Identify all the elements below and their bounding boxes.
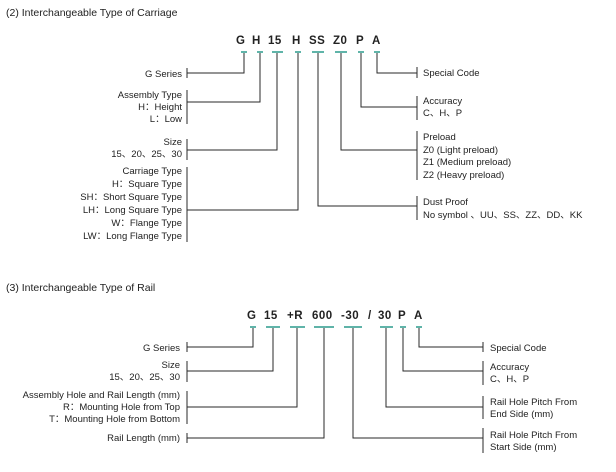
rail-size-title: Size bbox=[162, 360, 180, 371]
connector-dust bbox=[317, 53, 417, 207]
accuracy-values: C、H、P bbox=[423, 108, 462, 119]
size-title: Size bbox=[164, 137, 182, 148]
rail-accuracy-values: C、H、P bbox=[490, 374, 529, 385]
rail-code-length: 600 bbox=[312, 310, 333, 322]
dust-proof-title: Dust Proof bbox=[423, 197, 468, 208]
special-code-label: Special Code bbox=[423, 68, 480, 79]
carriage-connector-lines bbox=[187, 53, 417, 211]
preload-title: Preload bbox=[423, 132, 456, 143]
rail-code-size: 15 bbox=[264, 310, 278, 322]
connector-rail-end-pitch bbox=[385, 328, 483, 408]
rail-special-code-label: Special Code bbox=[490, 343, 547, 354]
rail-size-values: 15、20、25、30 bbox=[109, 372, 180, 383]
preload-z1: Z1 (Medium preload) bbox=[423, 157, 511, 168]
preload-z2: Z2 (Heavy preload) bbox=[423, 170, 504, 181]
carriage-type-title: Carriage Type bbox=[123, 166, 183, 177]
carriage-type-lw: LW：Long Flange Type bbox=[83, 231, 182, 242]
connector-size bbox=[187, 53, 278, 151]
connector-rail-start-pitch bbox=[352, 328, 483, 439]
carriage-right-labels: Special Code Accuracy C、H、P Preload Z0 (… bbox=[423, 68, 583, 221]
assembly-type-title: Assembly Type bbox=[118, 90, 182, 101]
rail-accuracy-title: Accuracy bbox=[490, 362, 529, 373]
carriage-code-accuracy: P bbox=[356, 35, 364, 47]
carriage-code-special: A bbox=[372, 35, 381, 47]
carriage-brackets bbox=[186, 67, 418, 242]
rail-code-hole: +R bbox=[287, 310, 303, 322]
carriage-code-preload: Z0 bbox=[333, 35, 347, 47]
connector-series bbox=[187, 53, 245, 74]
carriage-code-series: G bbox=[236, 35, 245, 47]
carriage-section-title: (2) Interchangeable Type of Carriage bbox=[6, 7, 178, 19]
dust-proof-values: No symbol 、UU、SS、ZZ、DD、KK bbox=[423, 210, 583, 221]
end-pitch-line1: Rail Hole Pitch From bbox=[490, 397, 577, 408]
connector-carriage-type bbox=[187, 53, 299, 211]
size-values: 15、20、25、30 bbox=[111, 149, 182, 160]
connector-rail-accuracy bbox=[402, 328, 483, 372]
connector-rail-hole bbox=[187, 328, 298, 408]
carriage-code-dust: SS bbox=[309, 35, 325, 47]
start-pitch-line1: Rail Hole Pitch From bbox=[490, 430, 577, 441]
carriage-code-assembly: H bbox=[252, 35, 261, 47]
carriage-code-size: 15 bbox=[268, 35, 282, 47]
rail-right-labels: Special Code Accuracy C、H、P Rail Hole Pi… bbox=[490, 343, 577, 453]
rail-code-end-pitch: 30 bbox=[378, 310, 392, 322]
assembly-hole-r: R：Mounting Hole from Top bbox=[63, 402, 180, 413]
start-pitch-line2: Start Side (mm) bbox=[490, 442, 557, 453]
series-label: G Series bbox=[145, 69, 182, 80]
connector-rail-length bbox=[187, 328, 325, 439]
rail-code-accuracy: P bbox=[398, 310, 406, 322]
connector-rail-size bbox=[187, 328, 274, 372]
rail-connector-lines bbox=[187, 328, 483, 439]
preload-z0: Z0 (Light preload) bbox=[423, 145, 498, 156]
rail-brackets bbox=[186, 342, 484, 453]
rail-code-slash: / bbox=[368, 310, 372, 322]
carriage-type-w: W：Flange Type bbox=[111, 218, 182, 229]
carriage-type-sh: SH：Short Square Type bbox=[80, 192, 182, 203]
assembly-type-height: H：Height bbox=[138, 102, 182, 113]
rail-code: G 15 +R 600 -30 / 30 P A bbox=[247, 310, 423, 322]
connector-rail-series bbox=[187, 328, 254, 348]
connector-special bbox=[376, 53, 417, 74]
rail-code-series: G bbox=[247, 310, 256, 322]
carriage-code-type: H bbox=[292, 35, 301, 47]
carriage-type-h: H：Square Type bbox=[112, 179, 182, 190]
connector-rail-special bbox=[418, 328, 483, 348]
rail-section-title: (3) Interchangeable Type of Rail bbox=[6, 282, 155, 294]
assembly-hole-t: T：Mounting Hole from Bottom bbox=[49, 414, 180, 425]
rail-code-special: A bbox=[414, 310, 423, 322]
rail-length-label: Rail Length (mm) bbox=[107, 433, 180, 444]
carriage-type-lh: LH：Long Square Type bbox=[83, 205, 182, 216]
carriage-code: G H 15 H SS Z0 P A bbox=[236, 35, 381, 47]
assembly-hole-title: Assembly Hole and Rail Length (mm) bbox=[23, 390, 180, 401]
rail-left-labels: G Series Size 15、20、25、30 Assembly Hole … bbox=[23, 343, 181, 444]
connector-assembly bbox=[187, 53, 261, 103]
rail-code-start-pitch: -30 bbox=[341, 310, 359, 322]
connector-accuracy bbox=[360, 53, 417, 108]
connector-preload bbox=[340, 53, 417, 151]
end-pitch-line2: End Side (mm) bbox=[490, 409, 553, 420]
rail-series-label: G Series bbox=[143, 343, 180, 354]
accuracy-title: Accuracy bbox=[423, 96, 462, 107]
carriage-left-labels: G Series Assembly Type H：Height L：Low Si… bbox=[80, 69, 182, 242]
assembly-type-low: L：Low bbox=[150, 114, 182, 125]
